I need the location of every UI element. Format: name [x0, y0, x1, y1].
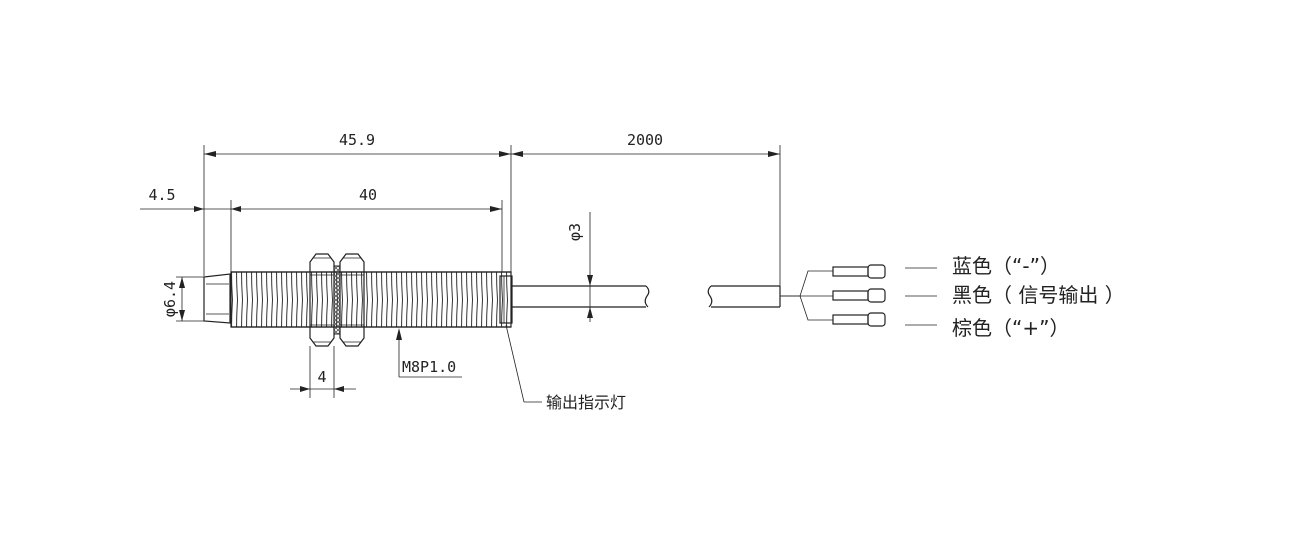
dim-nut-thickness: 4	[290, 346, 356, 398]
dim-front-offset-label: 4.5	[148, 186, 175, 204]
dim-overall-length: 45.9	[203, 131, 512, 276]
dim-overall-length-label: 45.9	[339, 131, 375, 149]
wire-label-brown: 棕色（“+”）	[952, 316, 1069, 340]
lock-washer	[333, 265, 341, 335]
indicator-label: 输出指示灯	[546, 393, 626, 412]
hex-nut-rear	[339, 253, 365, 347]
dim-cable-length: 2000	[511, 131, 781, 286]
dim-thread-length-label: 40	[359, 186, 377, 204]
dim-nut-thickness-label: 4	[317, 368, 326, 386]
thread-spec-callout: M8P1.0	[396, 328, 462, 378]
wire-label-black: 黑色（ 信号输出 ）	[952, 283, 1125, 307]
dim-front-offset: 4.5	[140, 186, 241, 272]
thread-spec-label: M8P1.0	[402, 358, 456, 376]
dim-body-diameter: φ6.4	[161, 276, 204, 322]
thread-section	[230, 271, 512, 328]
wire-terminals	[832, 264, 886, 327]
indicator-callout: 输出指示灯	[505, 324, 626, 412]
wire-labels: 蓝色（“-”） 黑色（ 信号输出 ） 棕色（“+”）	[905, 254, 1125, 340]
dim-cable-diameter: φ3	[566, 212, 593, 322]
cable	[512, 270, 833, 321]
dim-body-diameter-label: φ6.4	[161, 281, 179, 317]
wire-label-blue: 蓝色（“-”）	[952, 254, 1060, 278]
hex-nut-front	[309, 253, 335, 347]
sensor-body	[203, 271, 513, 328]
dim-thread-length: 40	[231, 186, 503, 272]
dim-cable-diameter-label: φ3	[566, 223, 584, 241]
dim-cable-length-label: 2000	[627, 131, 663, 149]
